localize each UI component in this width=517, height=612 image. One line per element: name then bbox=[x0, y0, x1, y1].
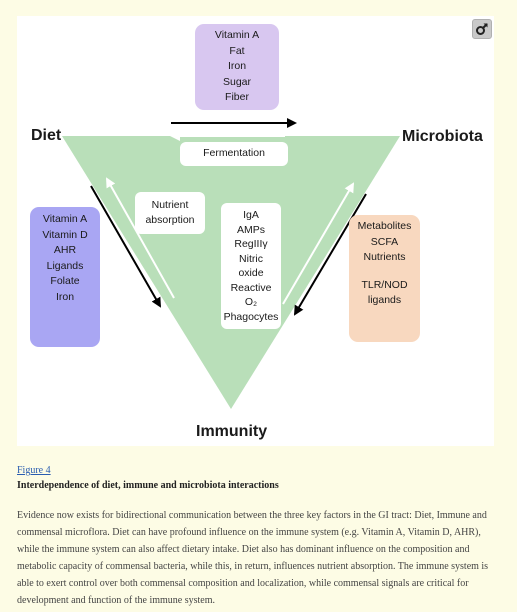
node-diet: Diet bbox=[31, 127, 62, 144]
box-line: Nutrient bbox=[151, 198, 189, 211]
figure-description: Evidence now exists for bidirectional co… bbox=[17, 510, 489, 606]
box-line: oxide bbox=[238, 267, 264, 279]
box-line: ligands bbox=[367, 294, 402, 306]
arrow-immunity-to-diet bbox=[106, 177, 175, 299]
box-line: O₂ bbox=[244, 296, 258, 308]
box-line: Nitric bbox=[239, 252, 263, 265]
fermentation-box: Fermentation bbox=[180, 142, 288, 166]
external-link-button[interactable] bbox=[472, 19, 492, 39]
external-link-icon bbox=[476, 23, 488, 35]
arrow-diet-to-immunity bbox=[90, 185, 161, 308]
box-line: IgA bbox=[243, 209, 259, 221]
box-line: Phagocytes bbox=[223, 310, 279, 323]
box-line: SCFA bbox=[370, 235, 399, 248]
box-line: Vitamin A bbox=[214, 29, 260, 42]
figure-link[interactable]: Figure 4 bbox=[17, 465, 51, 476]
box-line: Nutrients bbox=[363, 251, 406, 263]
box-line: AHR bbox=[53, 244, 77, 256]
box-line: Vitamin D bbox=[42, 228, 88, 241]
box-line: Ligands bbox=[46, 259, 84, 272]
box-line: Reactive bbox=[230, 281, 272, 294]
arrow-microbiota-to-immunity bbox=[293, 193, 367, 316]
box-line: absorption bbox=[145, 214, 195, 226]
node-microbiota: Microbiota bbox=[402, 128, 483, 145]
box-line: Sugar bbox=[222, 75, 252, 88]
microbiota-ligands-group: TLR/NOD ligands bbox=[361, 278, 407, 309]
arrow-immunity-to-microbiota bbox=[282, 182, 355, 305]
box-line: Fat bbox=[229, 44, 245, 57]
box-line: Iron bbox=[55, 290, 75, 303]
box-line: Iron bbox=[227, 60, 247, 73]
box-line: Folate bbox=[50, 275, 80, 287]
box-line: AMPs bbox=[236, 223, 265, 236]
box-line: Metabolites bbox=[357, 220, 412, 232]
box-line: TLR/NOD bbox=[361, 278, 408, 291]
figure-title: Interdependence of diet, immune and micr… bbox=[17, 480, 279, 491]
node-immunity: Immunity bbox=[196, 423, 267, 440]
nutrient-absorption-box: Nutrient absorption bbox=[135, 192, 205, 234]
box-line: Fiber bbox=[225, 91, 249, 104]
box-line: RegIIIγ bbox=[234, 238, 268, 250]
box-line: Vitamin A bbox=[42, 213, 88, 225]
fermentation-label: Fermentation bbox=[203, 147, 265, 160]
